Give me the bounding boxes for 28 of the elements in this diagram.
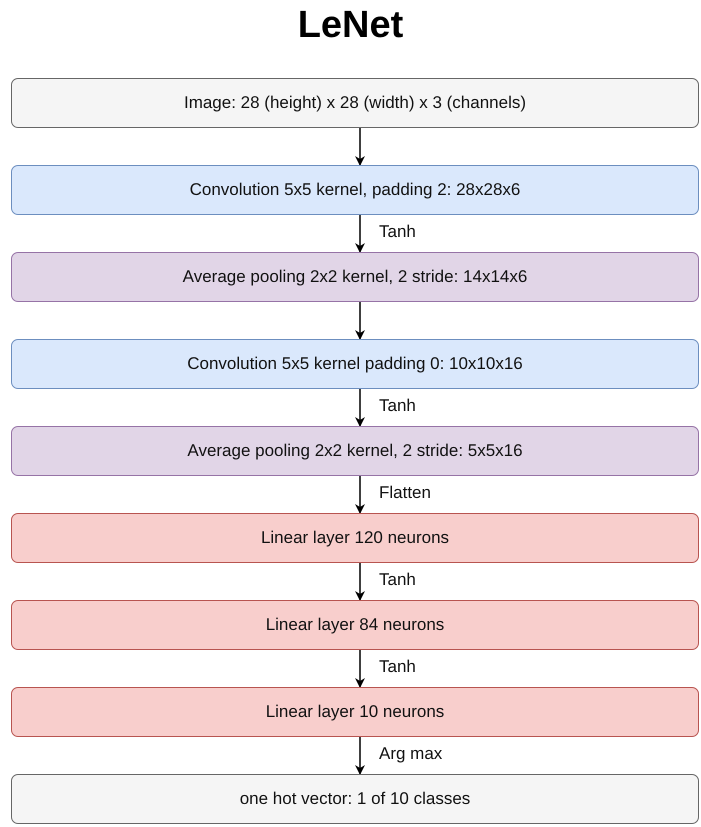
layer-box [11,165,699,215]
layer-box [11,687,699,737]
arrow [355,302,365,340]
layer-text: Linear layer 10 neurons [266,702,444,722]
arrow [355,476,365,514]
arrow [355,563,365,601]
arrow [355,737,365,775]
diagram-title: LeNet [296,4,404,47]
layer-box [11,426,699,476]
layer-box [11,600,699,650]
arrow [355,215,365,253]
arrow [355,650,365,688]
layer-box [11,339,699,389]
layer-text: Average pooling 2x2 kernel, 2 stride: 14x14x6 [182,267,528,287]
layer-text: Linear layer 120 neurons [260,528,450,548]
arrow [355,128,365,166]
layer-box [11,252,699,302]
layer-text: Convolution 5x5 kernel padding 0: 10x10x16 [187,354,523,374]
layer-text: one hot vector: 1 of 10 classes [240,789,470,809]
layer-box [11,513,699,563]
layer-text: Linear layer 84 neurons [266,615,444,635]
arrow [355,389,365,427]
layer-box [11,78,699,128]
layer-box [11,774,699,824]
layer-text: Average pooling 2x2 kernel, 2 stride: 5x5x16 [187,441,523,461]
layer-text: Convolution 5x5 kernel, padding 2: 28x28x6 [190,180,520,200]
edge-label: Arg max [377,744,444,764]
layer-text: Image: 28 (height) x 28 (width) x 3 (channels) [184,93,526,113]
